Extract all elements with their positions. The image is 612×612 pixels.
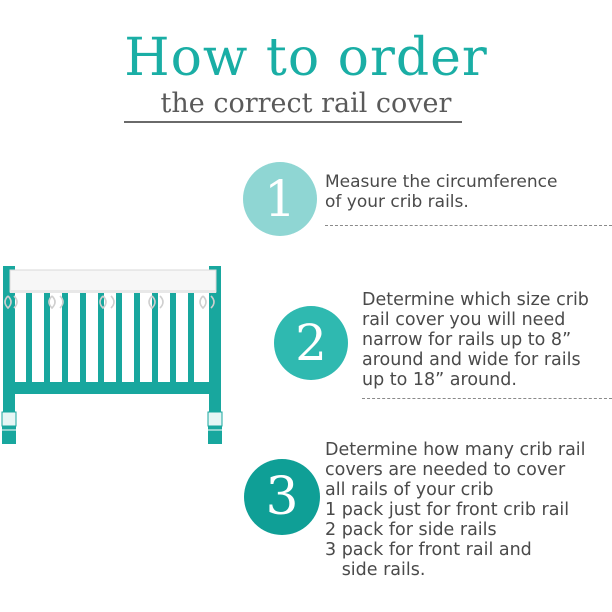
step-3-line: 2 pack for side rails xyxy=(325,520,497,540)
step-2-line: Determine which size crib xyxy=(362,290,589,310)
step-3-number: 3 xyxy=(265,467,299,527)
step-1-line: of your crib rails. xyxy=(325,192,469,212)
subtitle-underline xyxy=(124,121,462,123)
crib-slats xyxy=(26,290,194,382)
step-3-line: Determine how many crib rail xyxy=(325,440,586,460)
step-2-badge: 2 xyxy=(274,306,348,380)
step-3-line: 3 pack for front rail and xyxy=(325,540,532,560)
page-title: How to order xyxy=(124,28,488,88)
step-2-line: narrow for rails up to 8” xyxy=(362,330,572,350)
step-1-divider xyxy=(325,225,612,226)
step-2-line: up to 18” around. xyxy=(362,370,517,390)
step-2-line: rail cover you will need xyxy=(362,310,566,330)
step-3-line: 1 pack just for front crib rail xyxy=(325,500,570,520)
crib-right-post xyxy=(209,266,221,412)
step-2-divider xyxy=(362,398,612,399)
crib-bottom-rail xyxy=(15,382,209,394)
step-2-line: around and wide for rails xyxy=(362,350,581,370)
step-1-line: Measure the circumference xyxy=(325,172,558,192)
step-3-line: all rails of your crib xyxy=(325,480,494,500)
step-2-number: 2 xyxy=(295,314,327,372)
crib-right-post-cap xyxy=(208,426,222,444)
rail-cover xyxy=(9,269,217,293)
page-subtitle: the correct rail cover xyxy=(160,88,452,119)
step-3-line: covers are needed to cover xyxy=(325,460,566,480)
step-3-line: side rails. xyxy=(325,560,426,580)
crib-left-post xyxy=(3,266,15,412)
step-3-badge: 3 xyxy=(244,459,320,535)
rail-cover-ties xyxy=(4,295,215,310)
crib-illustration xyxy=(1,266,223,444)
step-1-number: 1 xyxy=(264,170,296,228)
step-1-badge: 1 xyxy=(243,162,317,236)
crib-left-post-cap xyxy=(2,426,16,444)
